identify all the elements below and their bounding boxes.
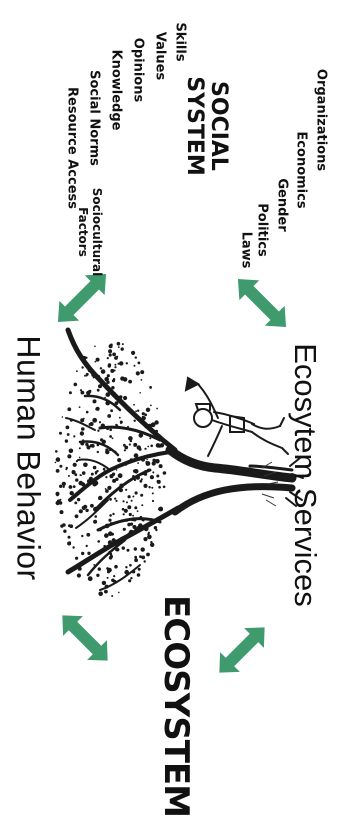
sociocultural-line2: Factors [76,188,90,277]
factor-sociocultural: Sociocultural Factors [76,188,104,277]
double-arrow-icon [228,269,296,337]
factor-social-norms: Social Norms [87,70,102,166]
ecosystem-services-label: Ecosytem Services [287,343,323,607]
social-system-line1: SOCIAL [206,76,230,176]
factor-knowledge: Knowledge [109,50,124,131]
factor-politics: Politics [255,203,270,257]
factor-gender: Gender [275,178,290,231]
ecosystem-label: ECOSYSTEM [156,595,196,817]
factor-organizations: Organizations [314,69,329,171]
factor-opinions: Opinions [131,38,146,102]
factor-economics: Economics [294,131,309,208]
human-behavior-label: Human Behavior [10,335,47,580]
factor-laws: Laws [239,232,254,269]
factor-values: Values [153,32,168,80]
double-arrow-icon [52,605,117,670]
social-system-line2: SYSTEM [182,76,206,176]
factor-skills: Skills [173,22,188,61]
double-arrow-icon [209,617,274,682]
sociocultural-line1: Sociocultural [90,188,104,277]
social-system-label: SOCIAL SYSTEM [182,76,230,176]
